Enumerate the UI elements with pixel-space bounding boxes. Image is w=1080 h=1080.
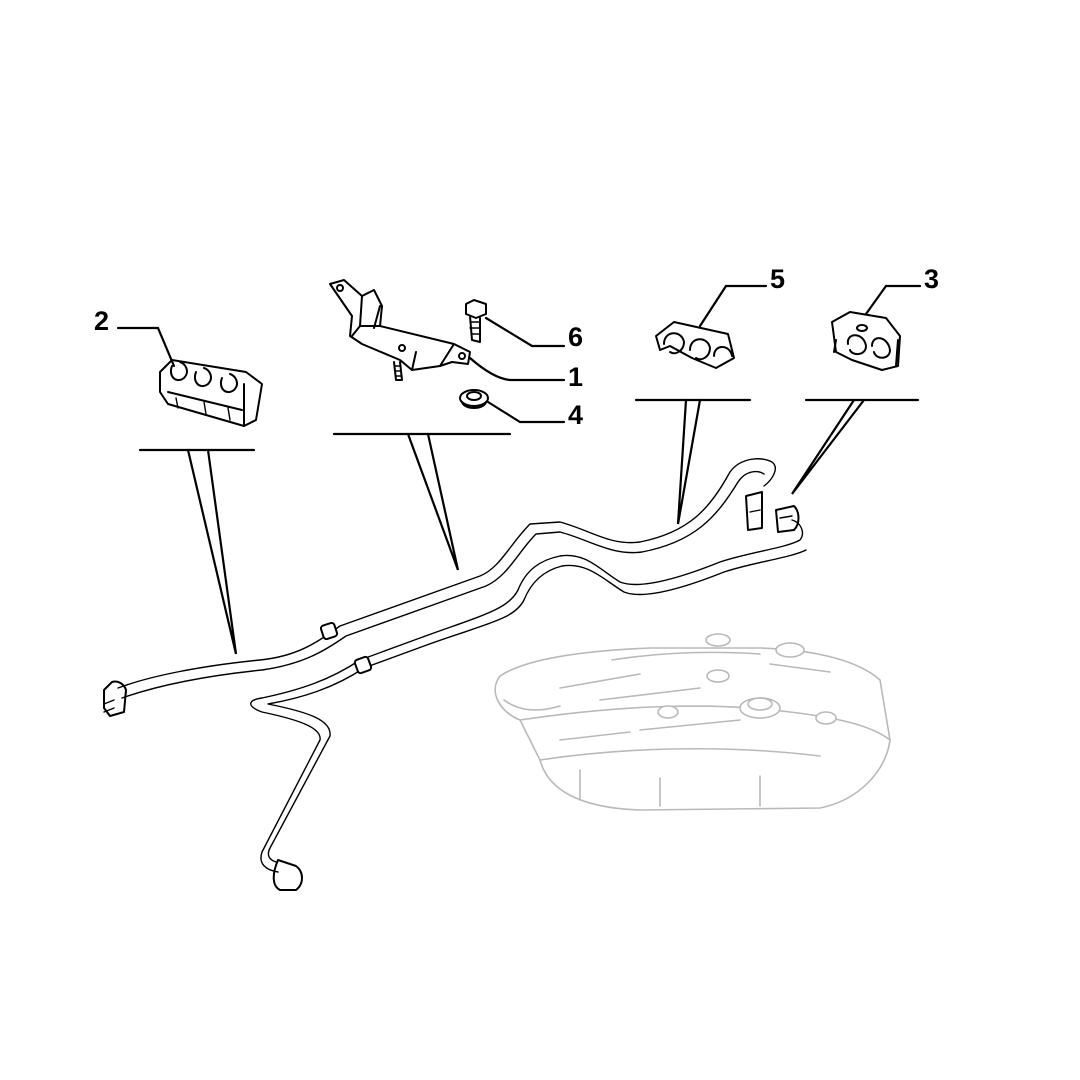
fuel-pipe-lower <box>250 519 804 873</box>
part-2-pipe-clip <box>116 326 263 427</box>
callout-3: 3 <box>924 264 939 294</box>
callout-labels: 2 6 1 4 5 3 <box>94 264 939 430</box>
fuel-pipe-upper <box>117 458 776 689</box>
leader-brackets <box>138 398 920 655</box>
callout-4: 4 <box>568 400 583 430</box>
callout-1: 1 <box>568 362 583 392</box>
part-3-pipe-clip <box>831 284 922 371</box>
callout-6: 6 <box>568 322 583 352</box>
part-6-bolt <box>465 299 566 348</box>
part-5-pipe-clip <box>655 284 768 369</box>
callout-5: 5 <box>770 264 785 294</box>
callout-2: 2 <box>94 306 109 336</box>
fuel-pipes <box>103 458 807 891</box>
part-1-bracket <box>329 279 566 382</box>
fuel-tank <box>494 633 891 811</box>
part-4-grommet <box>459 389 566 424</box>
